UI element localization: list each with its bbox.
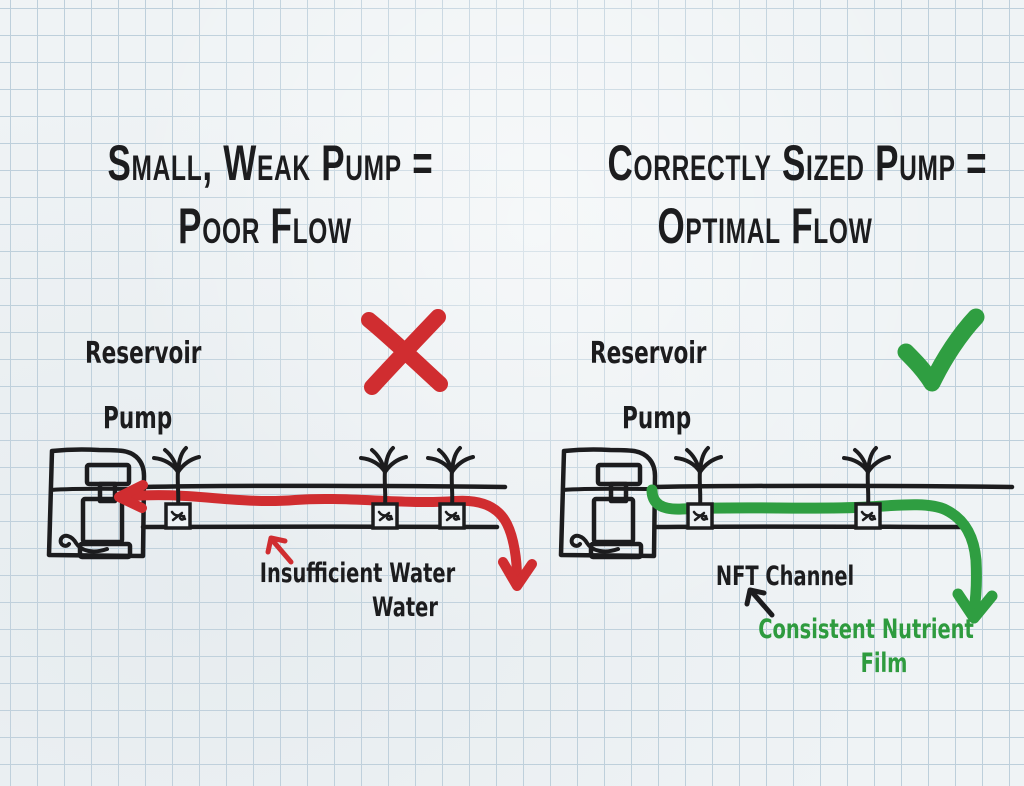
right-title-line2: Optimal Flow — [657, 198, 873, 254]
left-diagram — [46, 446, 537, 591]
left-flow-note-line1: Insufficient Water — [259, 558, 456, 589]
left-panel-title: Small, Weak Pump = Poor Flow — [107, 132, 434, 258]
right-flow-note-line1: Consistent Nutrient — [758, 614, 974, 645]
left-pump-label: Pump — [103, 401, 173, 436]
right-flow-arrow — [646, 484, 998, 624]
right-channel-top — [652, 483, 1015, 490]
left-reservoir-outline — [46, 447, 147, 559]
red-x-icon — [361, 309, 448, 395]
right-water-level — [561, 486, 655, 492]
left-pump-icon — [58, 462, 133, 560]
left-title-line2: Poor Flow — [178, 198, 352, 254]
green-checkmark-icon — [897, 308, 985, 392]
right-flow-note-line2: Film — [860, 648, 908, 679]
right-reservoir-outline — [558, 447, 658, 559]
right-channel-label: NFT Channel — [715, 561, 855, 592]
left-note-pointer-arrow — [265, 535, 294, 565]
right-channel-pointer-arrow — [744, 587, 775, 618]
right-title-line1: Correctly Sized Pump = — [607, 135, 988, 191]
left-flow-arrow — [114, 480, 537, 591]
left-title-line1: Small, Weak Pump = — [107, 135, 434, 191]
right-reservoir-label: Reservoir — [590, 336, 707, 371]
left-flow-note-line2: Water — [372, 592, 438, 623]
right-diagram — [558, 446, 1015, 624]
left-channel-top — [140, 483, 508, 490]
right-pump-label: Pump — [622, 401, 692, 436]
left-reservoir-label: Reservoir — [85, 336, 202, 371]
right-panel-title: Correctly Sized Pump = Optimal Flow — [607, 132, 988, 258]
right-pump-icon — [569, 462, 644, 560]
